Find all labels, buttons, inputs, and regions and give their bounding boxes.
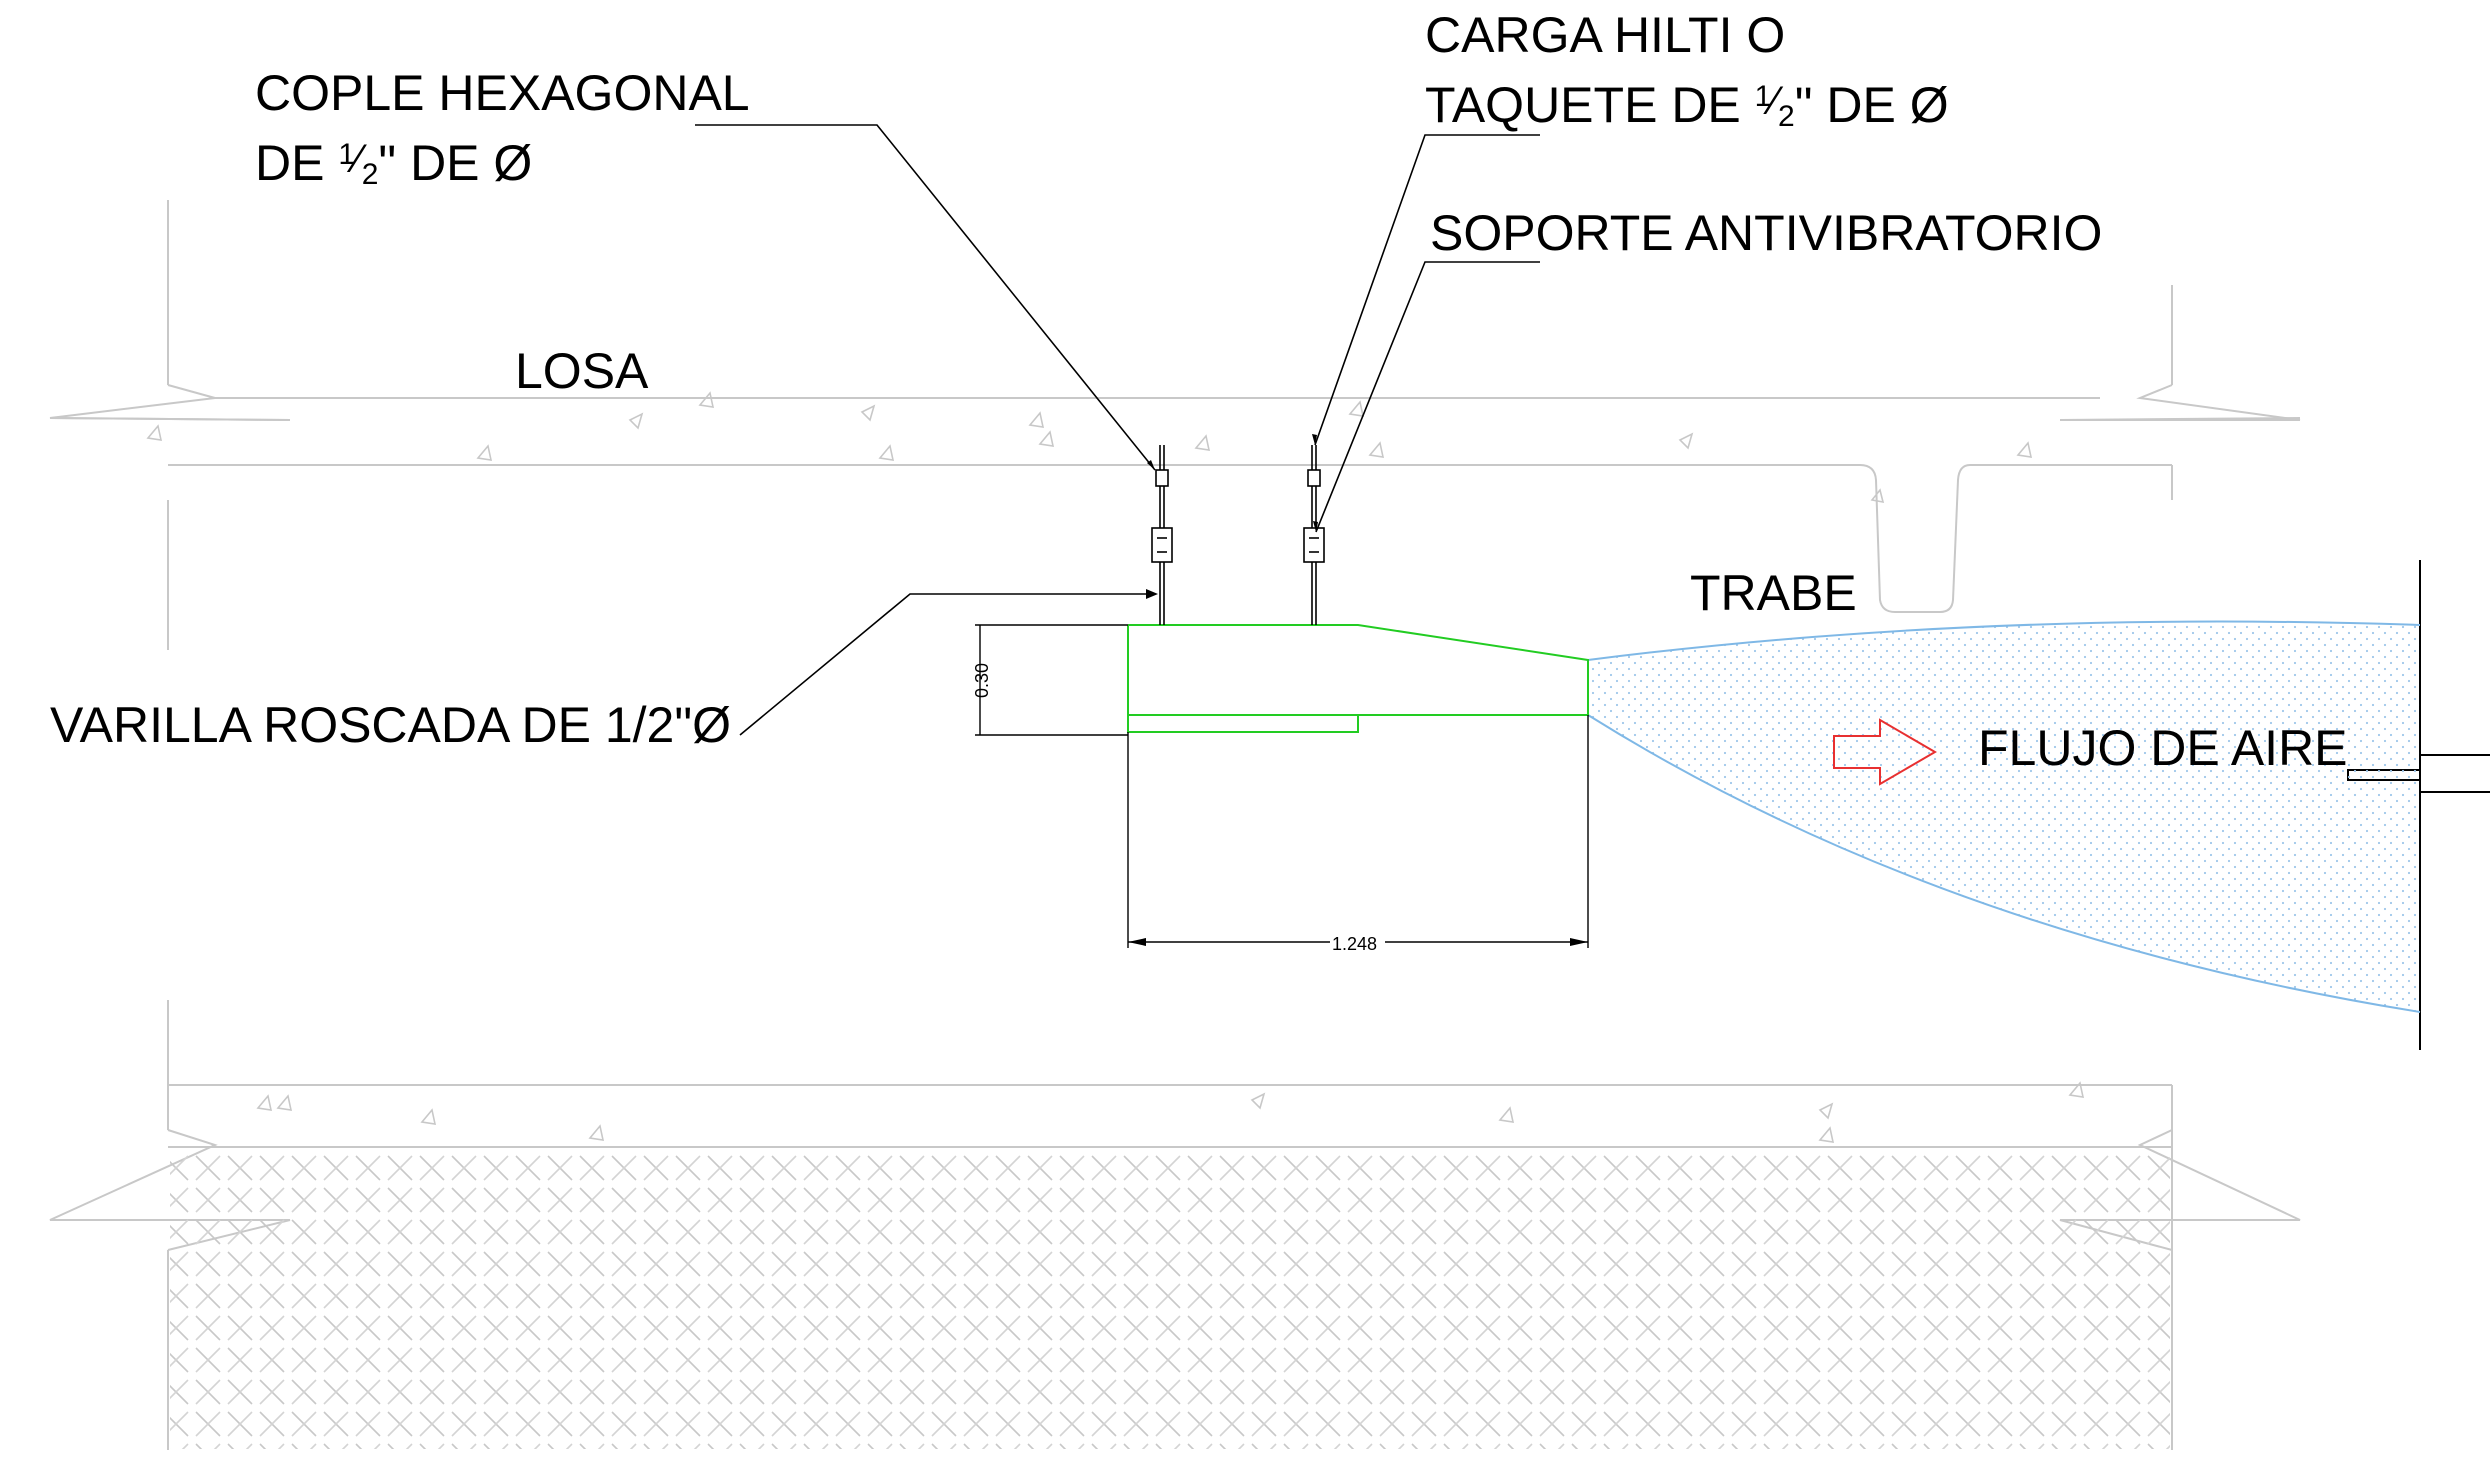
leaders — [695, 124, 1540, 736]
carga-half-num: 1 — [1755, 80, 1772, 113]
right-arrow-icon — [1833, 718, 1937, 786]
dimension-width-label: 1.248 — [1332, 934, 1377, 954]
cople-label-line1: COPLE HEXAGONAL — [255, 65, 750, 121]
soporte-label: SOPORTE ANTIVIBRATORIO — [1430, 205, 2102, 261]
floor-fill — [170, 1149, 2170, 1449]
varilla-label: VARILLA ROSCADA DE 1/2"Ø — [50, 697, 731, 753]
slab-aggregate — [146, 391, 2033, 504]
cople-line2-post: " DE Ø — [378, 135, 532, 191]
cople-label-line2: DE 1⁄2" DE Ø — [255, 135, 532, 191]
carga-line2-post: " DE Ø — [1795, 77, 1949, 133]
airflow-jet — [1588, 621, 2420, 1012]
cople-line2-pre: DE — [255, 135, 338, 191]
carga-label-line1: CARGA HILTI O — [1425, 7, 1785, 63]
dimension-height — [975, 624, 1128, 736]
losa-label: LOSA — [515, 343, 649, 399]
carga-label-line2: TAQUETE DE 1⁄2" DE Ø — [1425, 77, 1949, 133]
cople-half-den: 2 — [362, 158, 379, 191]
airflow-upper-edge — [1587, 620, 2421, 661]
floor-aggregate — [256, 1081, 2085, 1143]
dimension-width — [1127, 715, 1589, 948]
airflow-lower-edge — [1587, 714, 2421, 1013]
trabe-label: TRABE — [1690, 565, 1857, 621]
dimension-height-label: 0.30 — [972, 663, 992, 698]
hanger-right — [1303, 445, 1325, 625]
hanger-left — [1151, 445, 1173, 625]
duct — [1127, 624, 1589, 733]
slab — [49, 200, 2301, 650]
beam — [1859, 464, 1971, 613]
carga-half-den: 2 — [1778, 100, 1795, 133]
flujo-label: FLUJO DE AIRE — [1978, 720, 2348, 776]
cople-half-num: 1 — [338, 138, 355, 171]
carga-line2-pre: TAQUETE DE — [1425, 77, 1755, 133]
